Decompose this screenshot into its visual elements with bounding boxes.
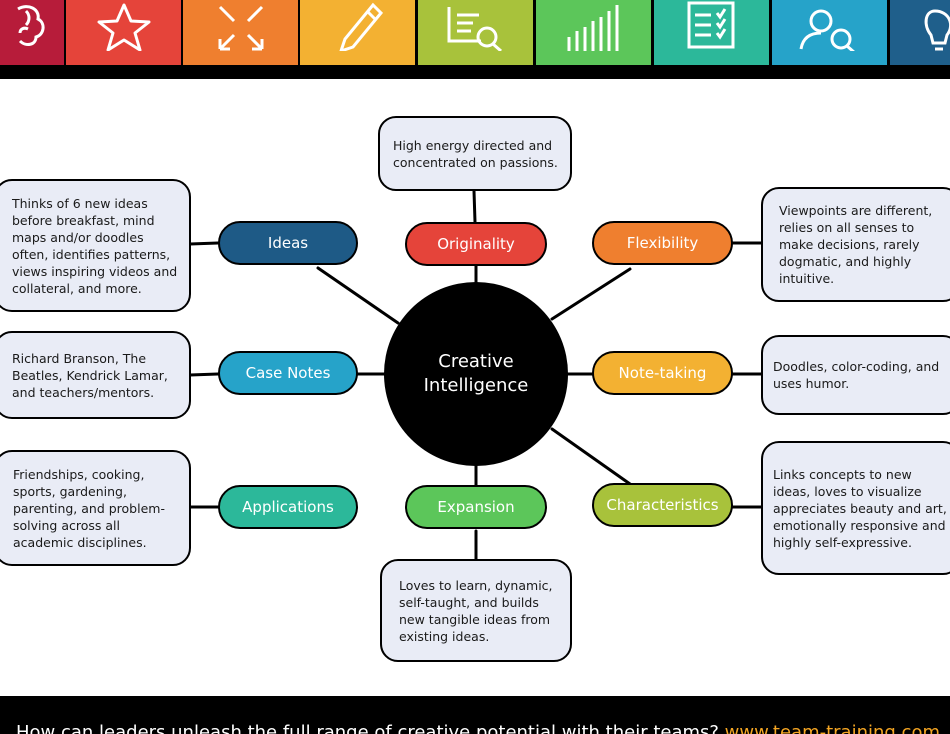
- note-applications: Friendships, cooking, sports, gardening,…: [0, 450, 191, 566]
- link-originality-note: [472, 189, 477, 224]
- note-case-notes-text: Richard Branson, The Beatles, Kendrick L…: [12, 350, 168, 400]
- document-search-tile: [418, 0, 533, 65]
- link-hub-characteristics: [550, 427, 632, 486]
- note-originality-text: High energy directed and concentrated on…: [393, 137, 558, 170]
- pencil-tile: [300, 0, 415, 65]
- note-note-taking: Doodles, color-coding, and uses humor.: [761, 335, 950, 415]
- lightbulb-tile: [890, 0, 950, 65]
- note-flexibility-text: Viewpoints are different, relies on all …: [779, 203, 933, 286]
- note-ideas-text: Thinks of 6 new ideas before breakfast, …: [12, 195, 178, 296]
- link-case-notes-note: [188, 372, 220, 377]
- node-applications: Applications: [218, 485, 358, 529]
- checklist-tile: [654, 0, 769, 65]
- note-applications-text: Friendships, cooking, sports, gardening,…: [13, 466, 165, 550]
- link-ideas-note: [188, 241, 220, 246]
- note-case-notes: Richard Branson, The Beatles, Kendrick L…: [0, 331, 191, 419]
- note-characteristics: Links concepts to new ideas, loves to vi…: [761, 441, 950, 575]
- brain-tile: [0, 0, 64, 65]
- link-hub-ideas: [316, 266, 400, 325]
- note-expansion-text: Loves to learn, dynamic, self-taught, an…: [399, 577, 553, 644]
- document-search-icon: [447, 6, 502, 51]
- expand-tile: [183, 0, 298, 65]
- link-hub-flexibility: [550, 267, 632, 321]
- note-flexibility: Viewpoints are different, relies on all …: [761, 187, 950, 302]
- connector-lines: [188, 189, 764, 561]
- mind-map: Creative Intelligence Ideas Case Notes A…: [0, 79, 950, 696]
- expand-arrows-icon: [218, 5, 263, 50]
- footer-link[interactable]: www.team-training.com: [724, 722, 940, 734]
- footer-bar: How can leaders unleash the full range o…: [0, 696, 950, 734]
- footer-question: How can leaders unleash the full range o…: [16, 722, 725, 734]
- star-tile: [66, 0, 181, 65]
- node-note-taking: Note-taking: [592, 351, 733, 395]
- pencil-icon: [338, 2, 383, 51]
- note-expansion: Loves to learn, dynamic, self-taught, an…: [380, 559, 572, 662]
- note-note-taking-text: Doodles, color-coding, and uses humor.: [773, 359, 940, 391]
- user-search-tile: [772, 0, 887, 65]
- hub-creative-intelligence: Creative Intelligence: [384, 282, 568, 466]
- note-originality: High energy directed and concentrated on…: [378, 116, 572, 191]
- growth-chart-tile: [536, 0, 651, 65]
- growth-chart-icon: [567, 4, 618, 51]
- node-expansion: Expansion: [405, 485, 547, 529]
- node-ideas: Ideas: [218, 221, 358, 265]
- brain-icon: [17, 4, 45, 46]
- node-flexibility: Flexibility: [592, 221, 733, 265]
- icon-bar: [0, 0, 950, 79]
- checklist-icon: [687, 1, 734, 48]
- user-search-icon: [799, 9, 855, 51]
- note-characteristics-text: Links concepts to new ideas, loves to vi…: [773, 466, 947, 550]
- node-case-notes: Case Notes: [218, 351, 358, 395]
- node-originality: Originality: [405, 222, 547, 266]
- lightbulb-icon: [924, 8, 950, 50]
- star-icon: [97, 3, 150, 51]
- note-ideas: Thinks of 6 new ideas before breakfast, …: [0, 179, 191, 312]
- node-characteristics: Characteristics: [592, 483, 733, 527]
- footer-text-row: How can leaders unleash the full range o…: [16, 722, 940, 734]
